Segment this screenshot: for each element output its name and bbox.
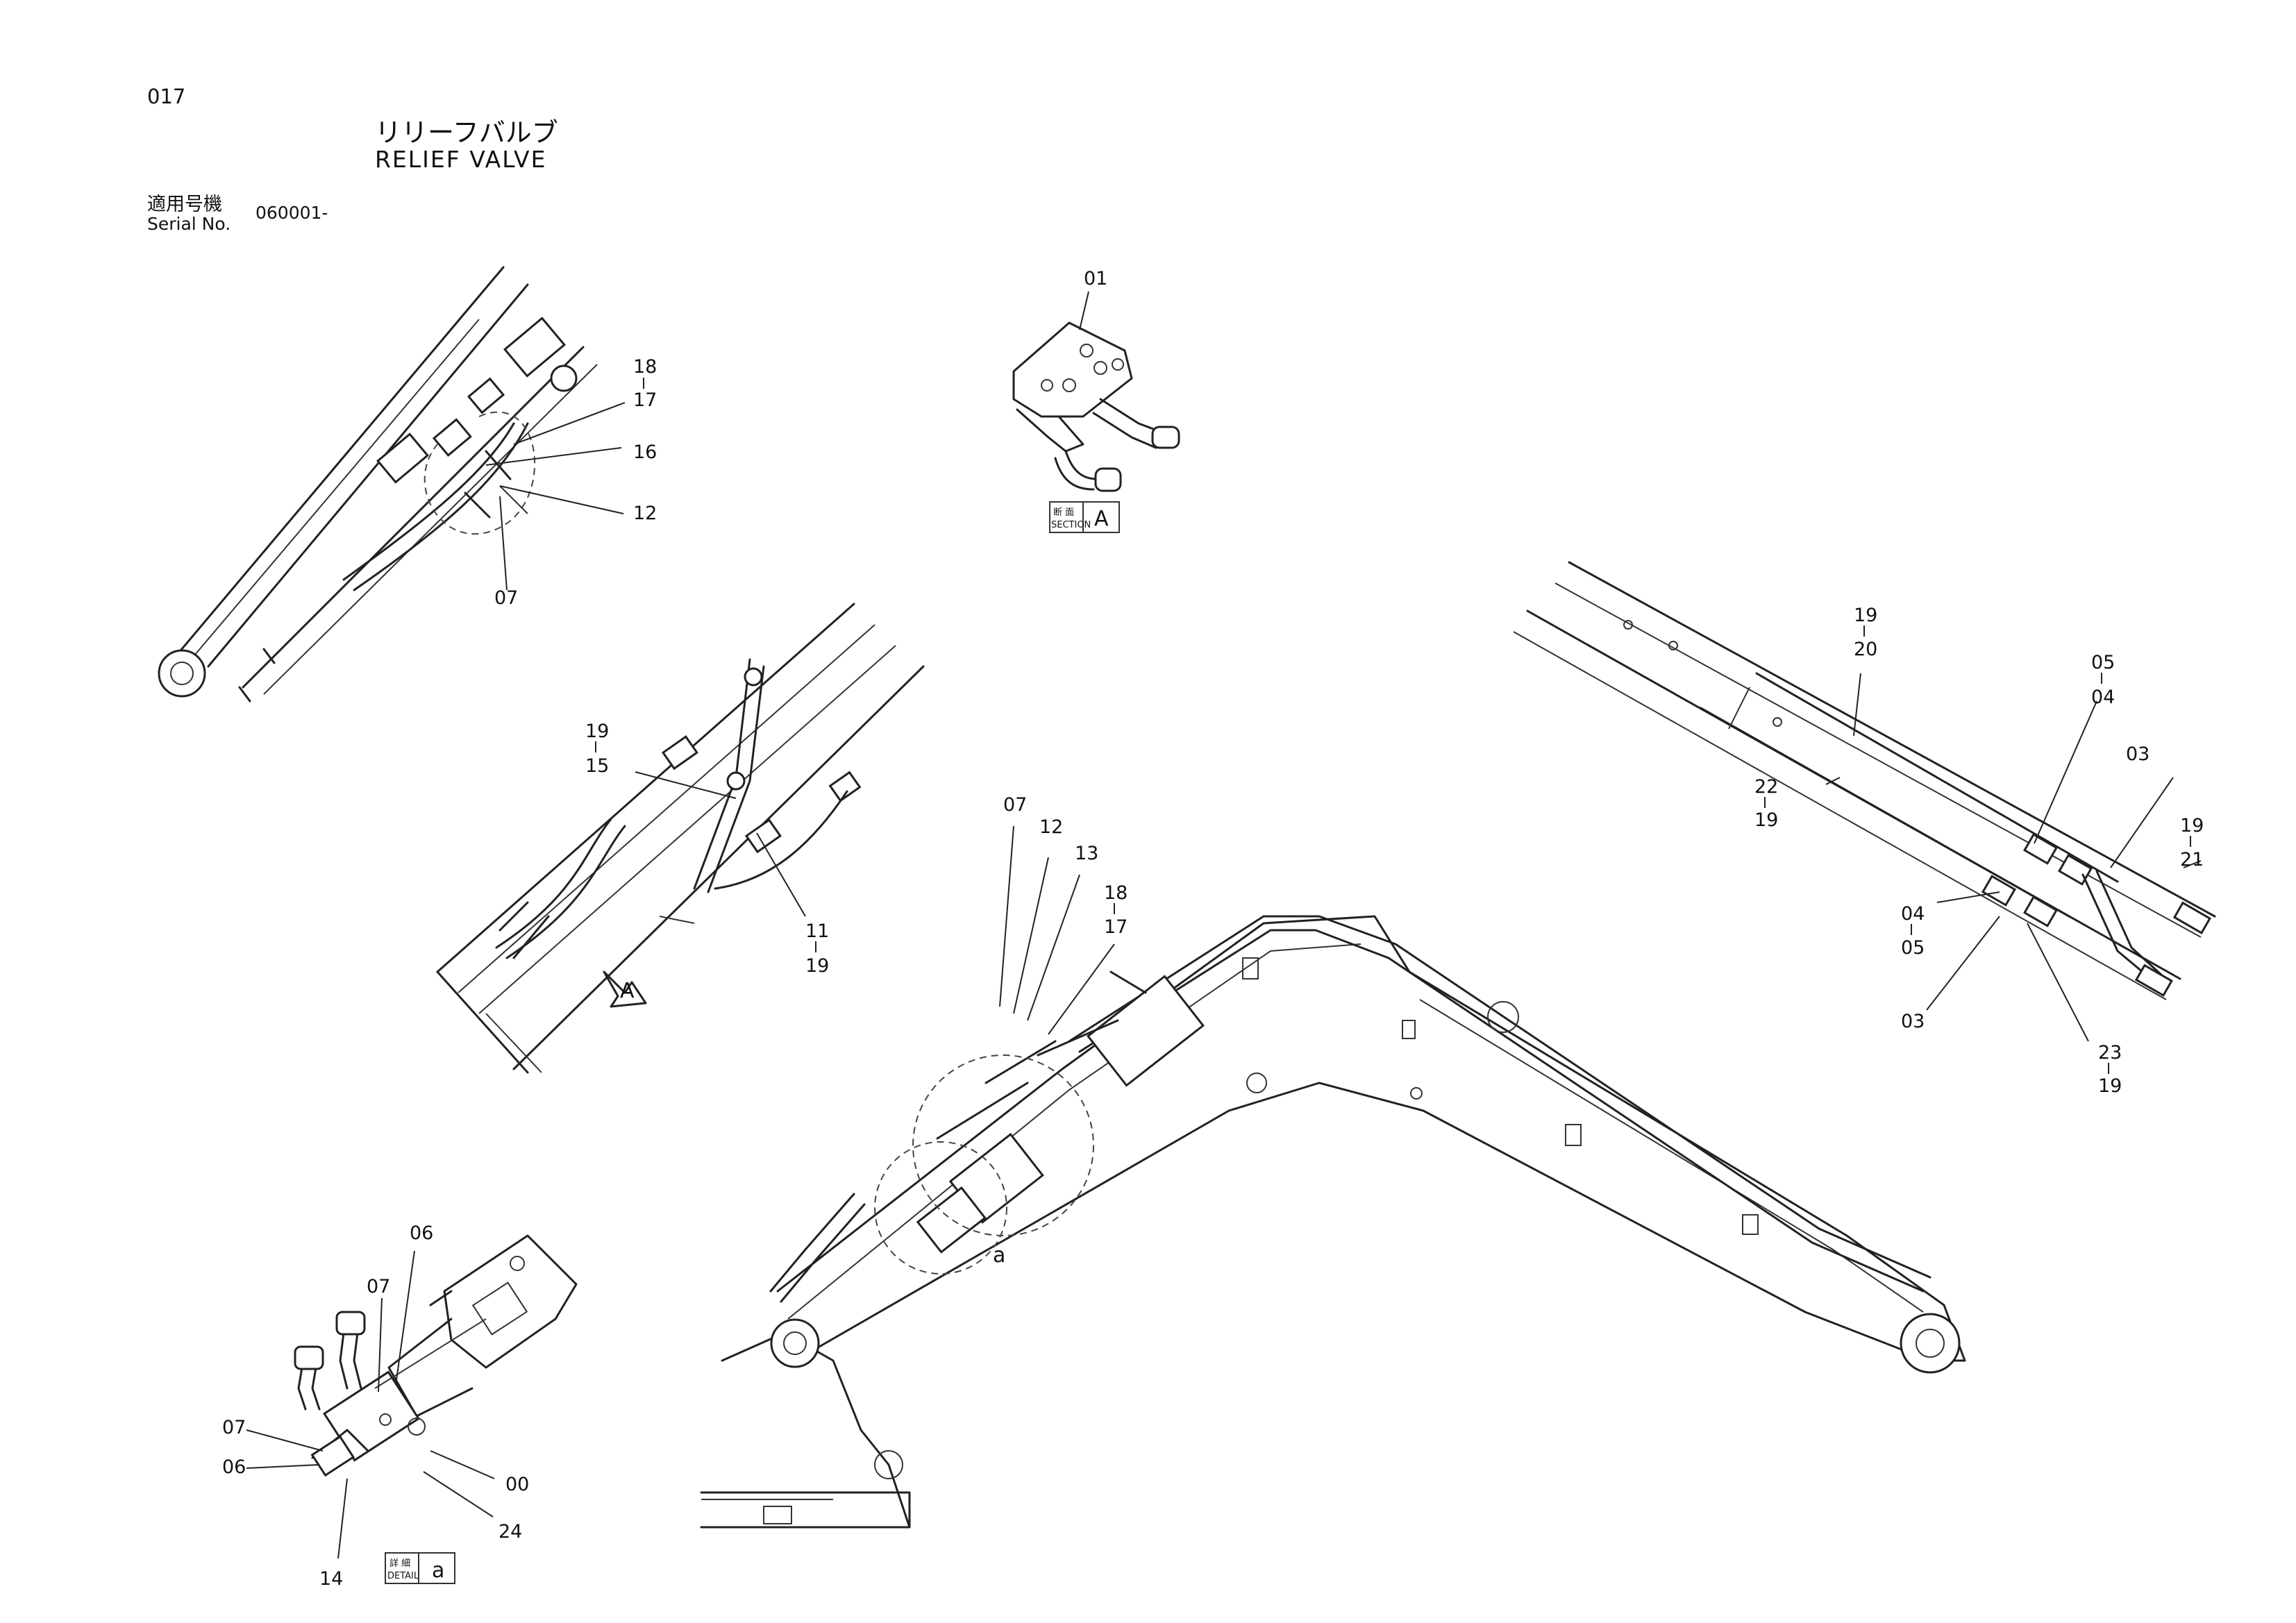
detail-tag-en: DETAIL [387,1571,419,1581]
callout-label: 03 [1901,1011,1925,1032]
callout-label: 05 [2091,652,2115,673]
callout-label: 07 [494,587,518,609]
section-tag-jp: 断 面 [1053,507,1074,518]
callout-label: 13 [1075,843,1098,864]
callout-label: 06 [410,1222,433,1244]
section-tag-letter: A [1094,507,1109,531]
callout-label: 05 [1901,937,1925,959]
callout-label: 19 [2180,815,2204,836]
callout-label: 19 [805,955,829,977]
callout-label: 24 [498,1521,522,1542]
title-japanese: リリーフバルブ [375,117,558,148]
page-number: 017 [147,85,186,108]
serial-value: 060001- [255,203,328,223]
callout-label: 06 [222,1456,246,1478]
callout-label: 12 [633,503,657,524]
callout-label: 22 [1754,776,1778,798]
view-main-boom: a [700,915,1966,1529]
detail-tag-jp: 詳 細 [389,1558,410,1569]
view-boom-detail: A [436,603,925,1074]
callout-label: 17 [1104,916,1128,938]
callout-label: 12 [1039,816,1063,838]
leader-lines [246,291,2202,1559]
title-english: RELIEF VALVE [375,146,547,173]
callout-labels: 01 18 17 16 12 07 19 15 11 19 07 12 13 1… [222,268,2204,1590]
circle-ref-letter: a [993,1243,1005,1268]
callout-label: 20 [1854,639,1877,660]
callout-label: 03 [2126,743,2150,765]
view-arrow-letter: A [620,979,635,1003]
callout-label: 00 [505,1474,529,1495]
callout-label: 04 [2091,687,2115,708]
callout-label: 01 [1084,268,1107,289]
callout-label: 07 [1003,794,1027,816]
callout-label: 07 [222,1417,246,1438]
callout-label: 17 [633,389,657,411]
callout-label: 19 [1754,809,1778,831]
callout-label: 19 [2098,1075,2122,1097]
callout-label: 16 [633,442,657,463]
callout-label: 11 [805,920,829,942]
callout-label: 21 [2180,849,2204,871]
section-tag-en: SECTION [1051,520,1091,530]
view-boom-end [158,266,598,703]
callout-label: 23 [2098,1042,2122,1063]
callout-label: 04 [1901,903,1925,925]
callout-label: 18 [633,356,657,378]
callout-label: 07 [367,1276,390,1297]
callout-label: 19 [1854,605,1877,626]
callout-label: 18 [1104,882,1128,904]
callout-label: 15 [585,755,609,777]
callout-label: 14 [319,1568,343,1590]
callout-label: 19 [585,721,609,742]
view-detail-a: 詳 細 DETAIL a [294,1234,578,1584]
view-section-a: 断 面 SECTION A [1012,321,1180,533]
detail-tag-letter: a [432,1558,444,1583]
view-arm-section [1513,561,2216,1000]
serial-label-english: Serial No. [147,214,231,234]
serial-label-japanese: 適用号機 [147,194,222,215]
